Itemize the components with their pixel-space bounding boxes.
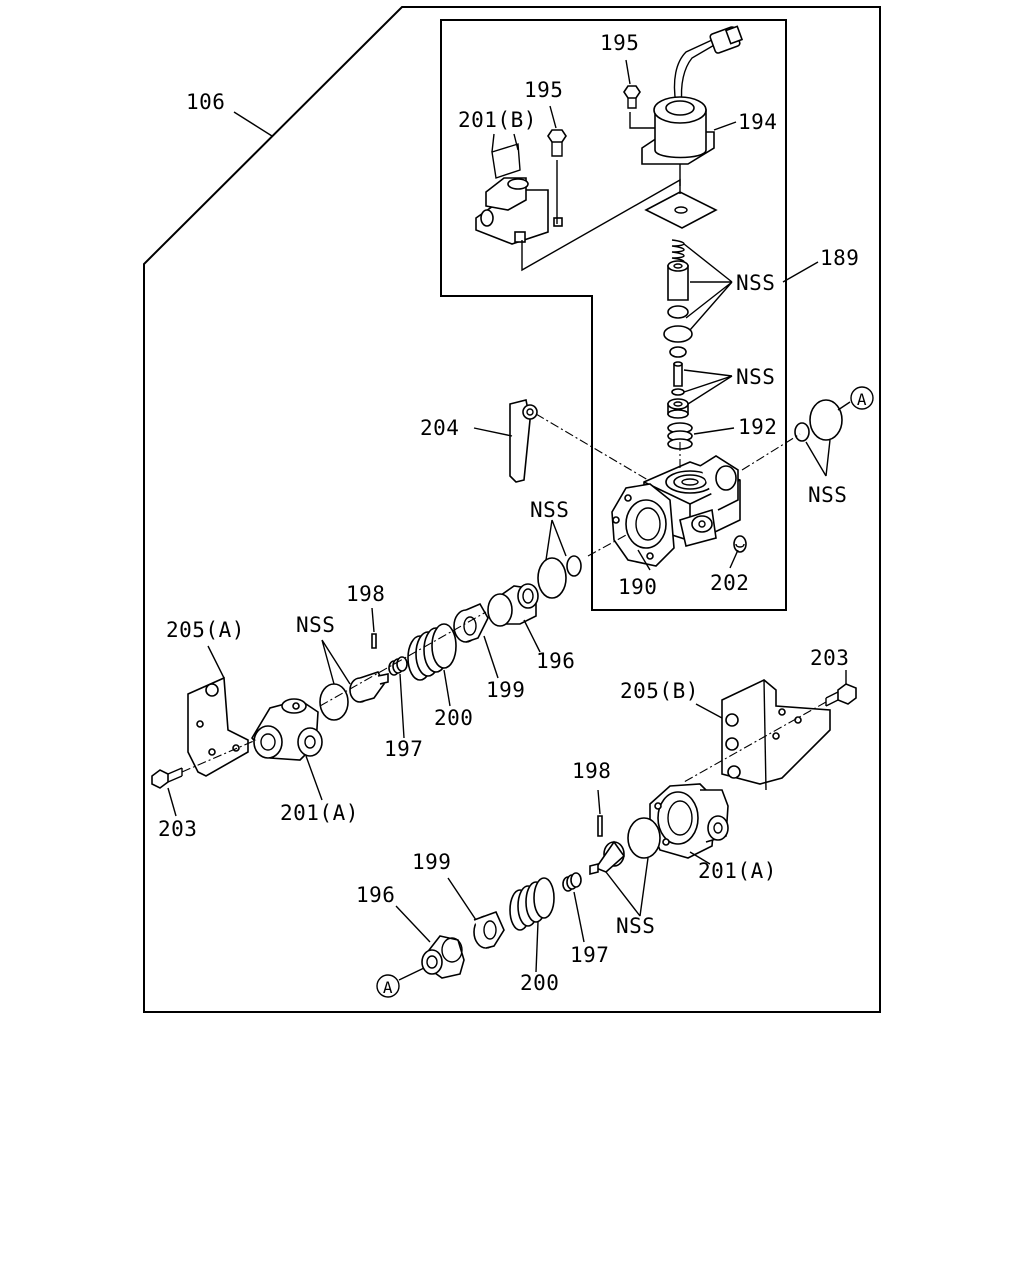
o-ring-1 (667, 305, 689, 319)
label-189: 189 (820, 246, 859, 270)
label-201b: 201(B) (458, 108, 537, 132)
housing-201a-upper (251, 698, 323, 761)
label-192: 192 (738, 415, 777, 439)
o-ring-lower-assembly (627, 817, 661, 859)
label-202: 202 (710, 571, 749, 595)
o-ring-upper-assembly (319, 683, 349, 721)
svg-text:A: A (383, 978, 393, 997)
o-ring-small-right (794, 422, 810, 442)
ref-circle-a-bottom: A (376, 974, 400, 998)
label-205a: 205(A) (166, 618, 245, 642)
label-198-lower: 198 (572, 759, 611, 783)
bolt-203-right (825, 683, 857, 707)
label-200-upper: 200 (434, 706, 473, 730)
spring-197-lower (562, 872, 582, 892)
label-203-left: 203 (158, 817, 197, 841)
valve-body-190 (611, 455, 741, 567)
label-204: 204 (420, 416, 459, 440)
lever-204 (509, 399, 538, 483)
connector-201b (475, 143, 563, 245)
plunger-lower (589, 840, 626, 876)
label-198-upper: 198 (346, 582, 385, 606)
cup-199-upper (453, 602, 489, 643)
housing-201a-lower (649, 783, 729, 859)
label-200-lower: 200 (520, 971, 559, 995)
label-197-upper: 197 (384, 737, 423, 761)
bolt-203-left (151, 767, 183, 789)
cup-199-lower (473, 910, 505, 949)
o-ring-large-right (809, 399, 843, 441)
label-195-left: 195 (524, 78, 563, 102)
spring-192 (667, 422, 693, 450)
label-106: 106 (186, 90, 225, 114)
sleeve (667, 260, 689, 301)
label-203-right: 203 (810, 646, 849, 670)
label-205b: 205(B) (620, 679, 699, 703)
bracket-205a (187, 676, 249, 777)
pin (673, 361, 683, 387)
bracket-205b (721, 679, 831, 791)
valve-seat (667, 398, 689, 419)
label-195-right: 195 (600, 31, 639, 55)
gasket-plate (644, 191, 718, 229)
pin-198-lower (597, 815, 603, 837)
label-199-lower: 199 (412, 850, 451, 874)
o-ring-2 (663, 325, 693, 343)
subassembly-boundary (440, 19, 787, 611)
label-nss-2: NSS (736, 365, 775, 389)
o-ring-small-left (566, 555, 582, 577)
screw-195-right (623, 85, 641, 109)
label-199-upper: 199 (486, 678, 525, 702)
label-201a-upper: 201(A) (280, 801, 359, 825)
label-190: 190 (618, 575, 657, 599)
plug-202 (733, 535, 747, 553)
spring-200-lower (509, 877, 555, 931)
label-194: 194 (738, 110, 777, 134)
label-nss-6: NSS (616, 914, 655, 938)
cap-196-upper (487, 583, 539, 627)
ref-circle-a-top: A (850, 386, 874, 410)
spring-small (671, 239, 685, 265)
screw-195-left (547, 129, 567, 224)
label-196-upper: 196 (536, 649, 575, 673)
label-196-lower: 196 (356, 883, 395, 907)
svg-text:A: A (857, 390, 867, 409)
solenoid-194 (629, 25, 744, 165)
plunger-upper (349, 671, 389, 703)
label-nss-1: NSS (736, 271, 775, 295)
o-ring-3 (669, 346, 687, 358)
label-nss-3: NSS (808, 483, 847, 507)
washer (671, 388, 685, 396)
label-197-lower: 197 (570, 943, 609, 967)
assembly-boundary (143, 6, 881, 1013)
part-number-labels: 106 195 195 194 201(B) 189 NSS NSS 204 1… (158, 31, 859, 995)
cap-196-lower (421, 935, 465, 979)
pin-198-upper (371, 633, 377, 649)
spring-200-upper (407, 623, 457, 681)
label-nss-5: NSS (296, 613, 335, 637)
label-201a-lower: 201(A) (698, 859, 777, 883)
leader-lines (167, 59, 847, 973)
o-ring-large-left (537, 557, 567, 599)
label-nss-4: NSS (530, 498, 569, 522)
spring-197-upper (388, 656, 408, 676)
